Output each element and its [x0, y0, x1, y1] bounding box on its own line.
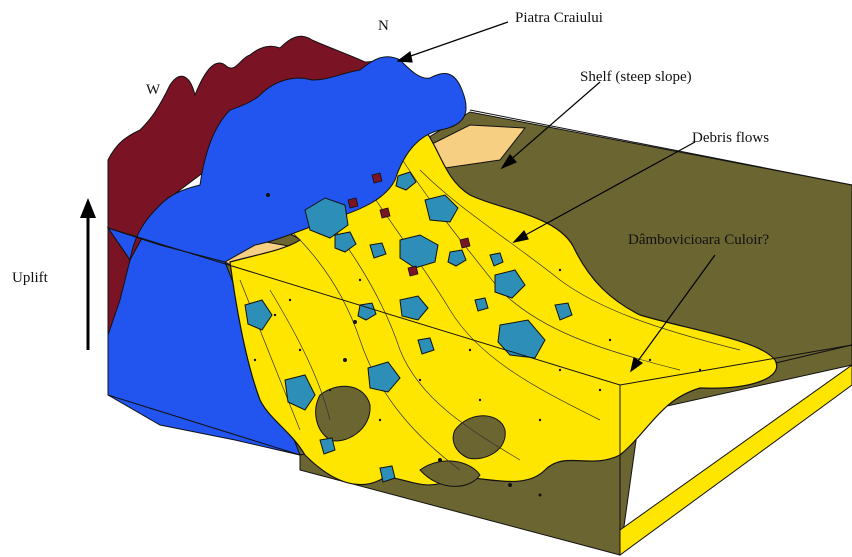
west-label: W	[146, 82, 161, 98]
shelf-label: Shelf (steep slope)	[580, 69, 692, 85]
uplift-label: Uplift	[12, 270, 49, 286]
debris-flows-label: Debris flows	[692, 130, 769, 146]
uplift-arrow	[80, 198, 96, 350]
culoir-label: Dâmbovicioara Culoir?	[628, 232, 770, 248]
north-label: N	[378, 18, 389, 34]
piatra-craiului-label: Piatra Craiului	[515, 10, 603, 26]
